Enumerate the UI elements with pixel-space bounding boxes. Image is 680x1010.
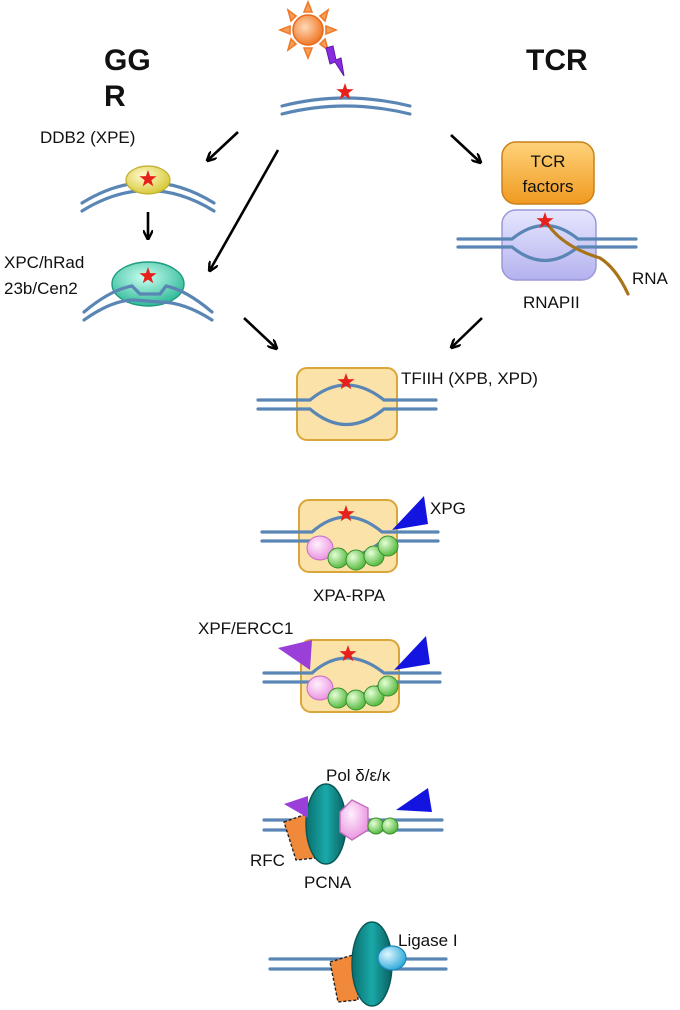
ddb2-label: DDB2 (XPE) bbox=[40, 128, 135, 147]
pcna-label: PCNA bbox=[304, 873, 352, 892]
xpg-protein bbox=[392, 496, 428, 530]
rfc-protein-2 bbox=[329, 953, 359, 1003]
xpf-complex bbox=[262, 636, 442, 713]
xpa-rpa-label: XPA-RPA bbox=[313, 586, 386, 605]
xpg-label: XPG bbox=[430, 499, 466, 518]
top-damaged-dna bbox=[280, 83, 412, 116]
arrow-tcr-to-tfiih bbox=[452, 317, 483, 347]
tcr-factors-box bbox=[501, 141, 595, 205]
polymerase-complex bbox=[262, 783, 444, 865]
tcr-factors-label-line2: factors bbox=[522, 177, 573, 196]
tfiih-label: TFIIH (XPB, XPD) bbox=[401, 369, 538, 388]
arrow-to-tcr-factors bbox=[450, 134, 480, 162]
xpf-protein bbox=[278, 640, 312, 670]
tcr-factors-label-line1: TCR bbox=[531, 152, 566, 171]
tcr-label: TCR bbox=[526, 44, 588, 77]
xpa-protein bbox=[306, 535, 334, 561]
tfiih-complex bbox=[256, 367, 438, 441]
rnapii-complex bbox=[456, 209, 638, 296]
pol-protein bbox=[339, 799, 369, 841]
arrow-to-xpc bbox=[210, 149, 280, 270]
rfc-label: RFC bbox=[250, 851, 285, 870]
sun-icon bbox=[277, 0, 339, 61]
xpc-protein bbox=[111, 261, 185, 307]
ligase-complex bbox=[268, 921, 448, 1007]
uv-lightning-icon bbox=[325, 45, 345, 77]
arrow-to-ddb2 bbox=[208, 131, 239, 160]
xpc-label-line1: XPC/hRad bbox=[4, 253, 84, 272]
ddb2-complex bbox=[80, 165, 216, 213]
ligase-protein bbox=[377, 945, 407, 971]
xpc-complex bbox=[82, 261, 214, 322]
xpa-rpa-complex bbox=[260, 496, 440, 573]
tfiih-protein bbox=[296, 367, 398, 441]
xpg-protein-2 bbox=[394, 636, 430, 670]
rnapii-protein bbox=[501, 209, 597, 281]
pol-label: Pol δ/ε/κ bbox=[326, 766, 391, 785]
rna-strand bbox=[543, 218, 630, 296]
rna-label: RNA bbox=[632, 269, 669, 288]
ggr-label-line1: GG bbox=[104, 44, 151, 77]
rpa-beads bbox=[327, 535, 399, 571]
xpg-protein-3 bbox=[396, 788, 432, 812]
xpc-label-line2: 23b/Cen2 bbox=[4, 279, 78, 298]
xpf-label: XPF/ERCC1 bbox=[198, 619, 293, 638]
xpf-protein-3 bbox=[284, 796, 308, 818]
ggr-label-line2: R bbox=[104, 80, 126, 113]
arrow-ggr-to-tfiih bbox=[243, 317, 276, 348]
rnapii-label: RNAPII bbox=[523, 293, 580, 312]
ligase-label: Ligase I bbox=[398, 931, 458, 950]
